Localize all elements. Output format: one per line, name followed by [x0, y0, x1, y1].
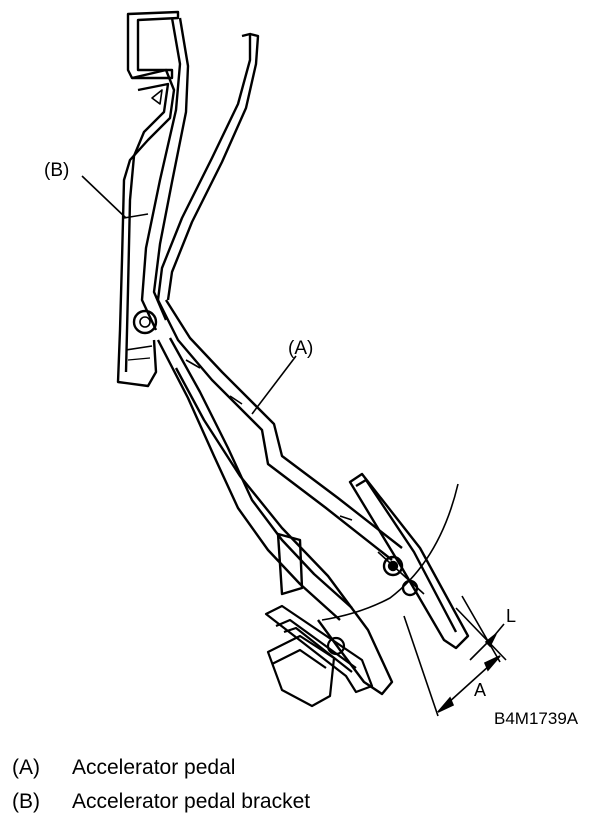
legend-key: (A)	[12, 756, 40, 779]
pedal-pad	[348, 472, 470, 650]
figure-code: B4M1739A	[494, 709, 579, 728]
legend-key: (B)	[12, 790, 40, 813]
pedal-bracket	[116, 10, 180, 388]
legend-item: (B) Accelerator pedal bracket	[12, 790, 602, 824]
pedal-swing-arc	[321, 483, 459, 621]
legend-text: Accelerator pedal	[72, 756, 236, 779]
dimension-l-label: L	[506, 606, 516, 626]
legend-item: (A) Accelerator pedal	[12, 756, 602, 790]
callout-a-leader	[251, 355, 297, 415]
callout-b-label: (B)	[44, 160, 69, 181]
callout-a-label: (A)	[288, 338, 313, 359]
legend-text: Accelerator pedal bracket	[72, 790, 311, 813]
pedal-arm	[140, 17, 403, 696]
stopper-bolt	[264, 604, 374, 708]
callout-b-leader	[81, 175, 127, 219]
dimension-lines	[403, 595, 507, 717]
legend: (A) Accelerator pedal (B) Accelerator pe…	[12, 756, 602, 824]
pedal-diagram: (B) (A) L A B4M1739A	[44, 10, 579, 728]
dimension-a-label: A	[474, 680, 486, 700]
